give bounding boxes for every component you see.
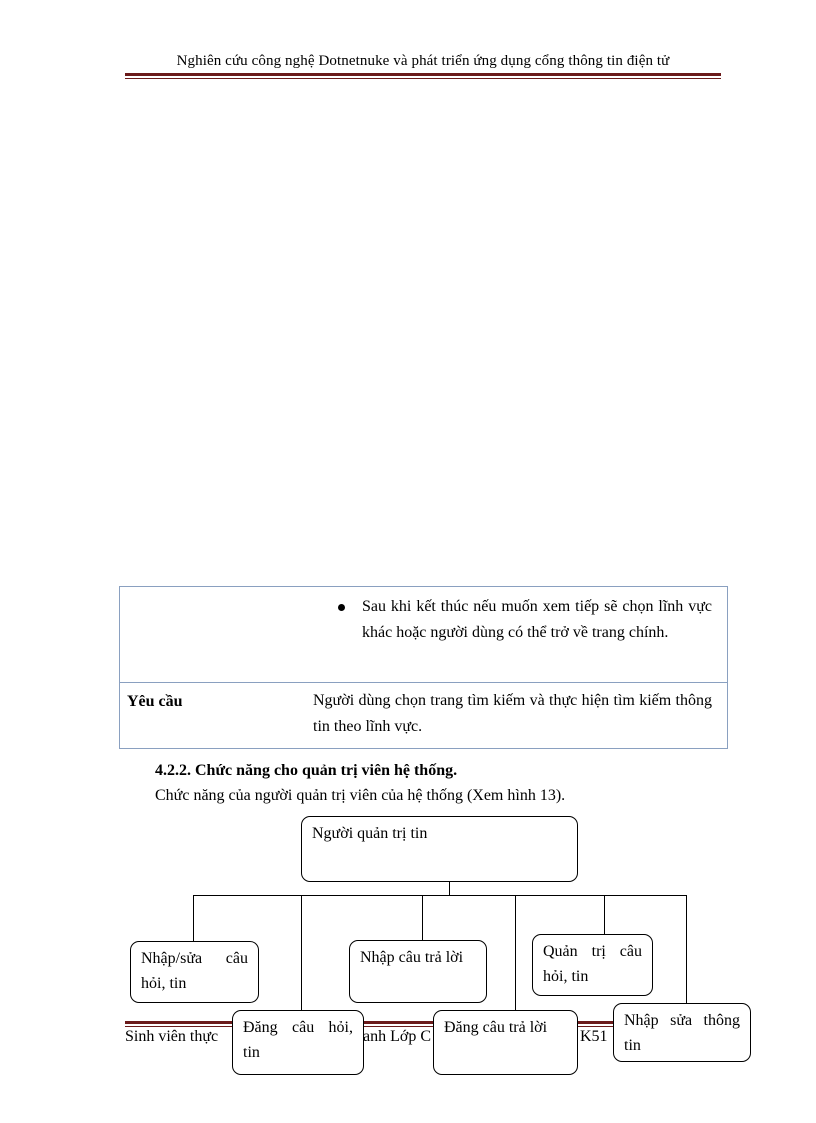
- footer-text-right: K51: [580, 1028, 608, 1045]
- connector-2: [301, 895, 302, 1012]
- connector-1: [193, 895, 194, 942]
- footer-text-left: Sinh viên thực: [125, 1028, 219, 1045]
- table-label-yeu-cau: Yêu cầu: [127, 693, 183, 710]
- connector-6: [686, 895, 687, 1004]
- page-header-title: Nghiên cứu công nghệ Dotnetnuke và phát …: [176, 53, 670, 69]
- connector-5: [604, 895, 605, 935]
- table-row-divider: [120, 682, 727, 683]
- section-description: Chức năng của người quản trị viên của hệ…: [155, 787, 566, 804]
- connector-3: [422, 895, 423, 941]
- bullet-icon: [338, 604, 345, 611]
- diagram-node-nhap-cau-tra-loi: Nhập câu trả lời: [349, 940, 487, 1003]
- connector-4: [515, 895, 516, 1012]
- connector-bus: [193, 895, 687, 896]
- footer-rule: [125, 1021, 721, 1024]
- footer-text-mid: anh Lớp C: [363, 1028, 432, 1045]
- section-title: 4.2.2. Chức năng cho quản trị viên hệ th…: [155, 762, 458, 779]
- diagram-node-nhap-sua-cau-hoi: Nhập/sửa câu hỏi, tin: [130, 941, 259, 1003]
- table-bullet-text: Sau khi kết thúc nếu muốn xem tiếp sẽ ch…: [362, 598, 712, 641]
- diagram-root-node: Người quản trị tin: [301, 816, 578, 882]
- table-yeu-cau-text: Người dùng chọn trang tìm kiếm và thực h…: [313, 692, 712, 735]
- header-rule-thin: [125, 78, 721, 79]
- diagram-node-dang-cau-tra-loi: Đăng câu trả lời: [433, 1010, 578, 1075]
- requirements-table: Sau khi kết thúc nếu muốn xem tiếp sẽ ch…: [119, 586, 728, 749]
- diagram-node-quan-tri-cau-hoi: Quản trị câu hỏi, tin: [532, 934, 653, 996]
- header-rule: [125, 73, 721, 76]
- footer-rule-thin: [125, 1026, 721, 1027]
- diagram-node-nhap-sua-thong-tin: Nhập sửa thông tin: [613, 1003, 751, 1062]
- diagram-node-dang-cau-hoi: Đăng câu hỏi, tin: [232, 1010, 364, 1075]
